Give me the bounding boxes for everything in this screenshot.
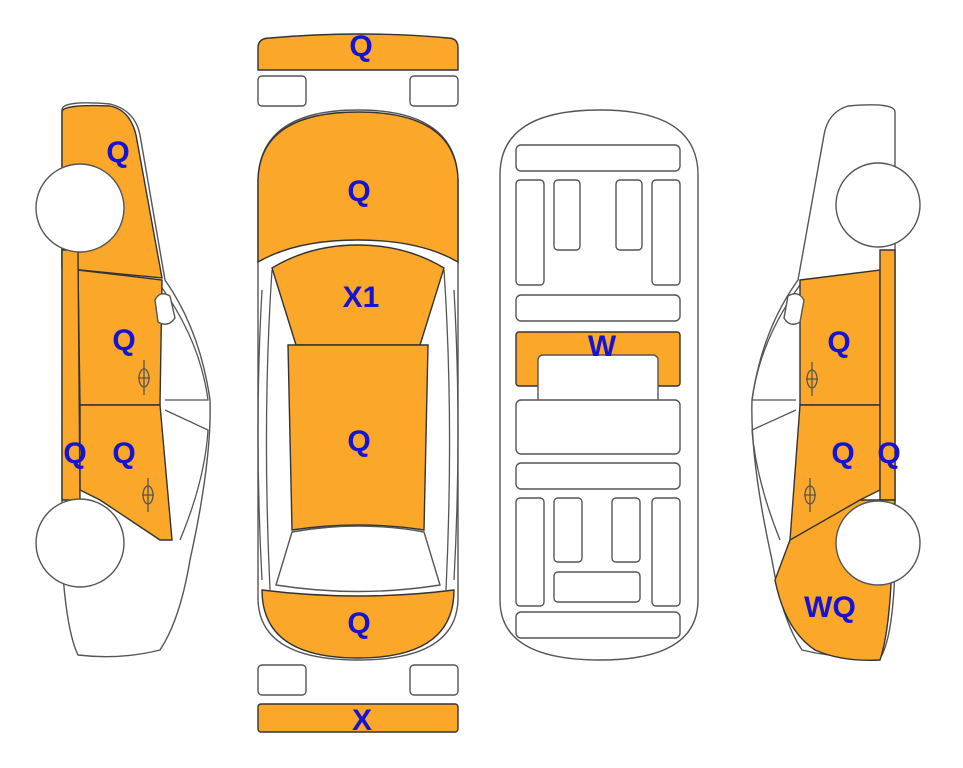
front-left-headlight <box>257 75 307 107</box>
right-front-door-lock <box>806 369 818 389</box>
left-front-door-lock <box>138 368 150 388</box>
right-mirror <box>783 293 805 325</box>
right-rear-door-handle <box>804 478 816 512</box>
underside-spare-well <box>553 571 641 603</box>
rear-bumper-panel <box>257 703 459 733</box>
windshield-panel <box>271 244 445 346</box>
left-rear-door-handle <box>142 478 154 512</box>
label-right-rear-quarter: WQ <box>804 591 856 624</box>
label-windshield: X1 <box>343 281 380 314</box>
left-rear-wheel <box>35 498 125 588</box>
underside-front-left-inner <box>553 179 581 251</box>
right-side-window-line-2 <box>751 409 797 541</box>
underside-front-right-inner <box>615 179 643 251</box>
underside-rear-panel <box>515 611 681 639</box>
label-rear-bumper: X <box>352 704 372 737</box>
damage-labels: Q Q X1 Q Q X W Q Q Q Q Q Q Q WQ <box>63 30 900 737</box>
label-right-rear-door: Q <box>831 437 854 470</box>
underside-front-left-rail <box>515 179 545 286</box>
label-hood: Q <box>347 175 370 208</box>
top-left-contour <box>265 269 273 591</box>
hood-panel <box>257 111 459 264</box>
label-front-bumper: Q <box>349 30 372 63</box>
right-front-wheel <box>835 162 921 248</box>
label-left-rear-door: Q <box>112 437 135 470</box>
left-front-wheel <box>35 163 125 253</box>
underside-front-crossmember <box>515 144 681 172</box>
label-trunk: Q <box>347 607 370 640</box>
underside-view <box>499 109 699 661</box>
right-front-door-handle <box>806 362 818 396</box>
underside-rear-crossmember <box>515 462 681 490</box>
right-rear-wheel <box>835 500 921 586</box>
front-bumper-panel <box>257 33 459 71</box>
rear-right-taillight <box>409 664 459 696</box>
rear-window <box>275 525 441 593</box>
right-rear-door-lock <box>804 485 816 505</box>
underside-rear-left-inner <box>553 497 583 563</box>
left-front-door-handle <box>138 360 150 395</box>
front-right-headlight <box>409 75 459 107</box>
left-side-window-line-2 <box>164 409 209 541</box>
label-left-rocker: Q <box>63 437 86 470</box>
label-right-rocker: Q <box>877 437 900 470</box>
underside-rear-right-rail <box>651 497 681 607</box>
underside-rear-left-rail <box>515 497 545 607</box>
label-left-front-fender: Q <box>106 136 129 169</box>
top-right-contour-2 <box>453 289 459 581</box>
trunk-panel <box>261 589 455 659</box>
top-left-contour-2 <box>257 289 263 581</box>
left-rear-door-lock <box>142 485 154 505</box>
rear-left-taillight <box>257 664 307 696</box>
left-mirror <box>154 293 176 325</box>
label-roof: Q <box>347 425 370 458</box>
label-floor-crossmember: W <box>588 330 617 363</box>
top-right-contour <box>443 269 451 591</box>
right-side-view <box>751 104 921 661</box>
label-left-front-door: Q <box>112 324 135 357</box>
underside-front-right-rail <box>651 179 681 286</box>
underside-floor-section <box>515 399 681 455</box>
underside-rear-right-inner <box>611 497 641 563</box>
left-side-view <box>35 102 211 658</box>
label-right-front-door: Q <box>827 326 850 359</box>
underside-mid-crossmember <box>515 294 681 322</box>
top-view <box>257 33 459 733</box>
roof-panel <box>287 344 429 531</box>
